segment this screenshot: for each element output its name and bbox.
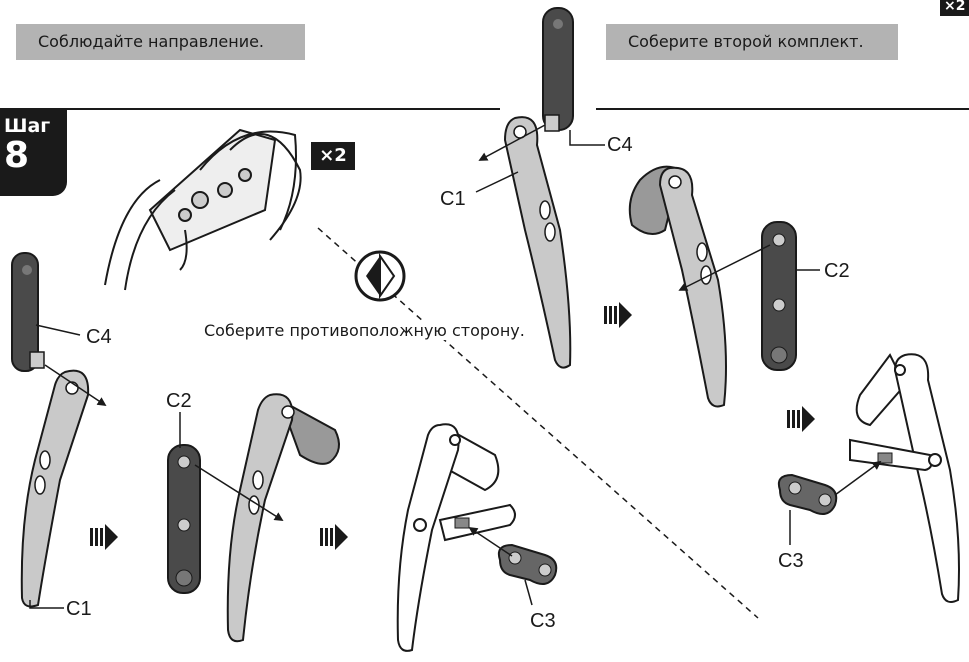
- label-c4-right: C4: [607, 134, 633, 156]
- step-number: 8: [4, 136, 67, 176]
- part-assembly-white-right: [850, 354, 959, 602]
- process-arrow-icon: [604, 302, 632, 328]
- label-c3-mid: C3: [530, 610, 556, 632]
- step-tab: Шаг 8: [0, 110, 67, 196]
- part-c4-left: [12, 253, 44, 371]
- second-set-note: Соберите второй комплект.: [606, 24, 898, 60]
- part-c1-left: [22, 371, 88, 607]
- label-c4-left: C4: [86, 326, 112, 348]
- process-arrow-icon: [320, 524, 348, 550]
- part-assembly-white-mid: [398, 424, 515, 651]
- process-arrow-icon: [787, 406, 815, 432]
- process-arrow-icon: [90, 524, 118, 550]
- part-c1-c4-assembly-mid: [228, 394, 339, 641]
- top-rule-left: [0, 108, 500, 110]
- robot-spider-illustration: [105, 130, 301, 290]
- insert-arrow-c3-right: [835, 462, 880, 495]
- label-c1-right: C1: [440, 188, 466, 210]
- part-c4-right: [543, 8, 573, 131]
- label-c2-mid: C2: [166, 390, 192, 412]
- mirror-caption: Соберите противоположную сторону.: [202, 321, 527, 340]
- step-word: Шаг: [4, 116, 67, 136]
- second-set-note-text: Соберите второй комплект.: [628, 32, 864, 51]
- part-c1-c4-assembly-right: [630, 167, 726, 407]
- direction-note-text: Соблюдайте направление.: [38, 32, 264, 51]
- label-c1-left: C1: [66, 598, 92, 620]
- label-c3-right: C3: [778, 550, 804, 572]
- multiplier-badge: ×2: [311, 142, 355, 170]
- label-c2-right: C2: [824, 260, 850, 282]
- mirror-symbol-icon: [356, 252, 404, 300]
- direction-note: Соблюдайте направление.: [16, 24, 305, 60]
- corner-multiplier-badge: ×2: [940, 0, 969, 16]
- part-c2-right: [762, 222, 796, 370]
- insert-arrow-c3-mid: [470, 528, 512, 556]
- part-c2-mid: [168, 445, 200, 593]
- top-rule-right: [596, 108, 969, 110]
